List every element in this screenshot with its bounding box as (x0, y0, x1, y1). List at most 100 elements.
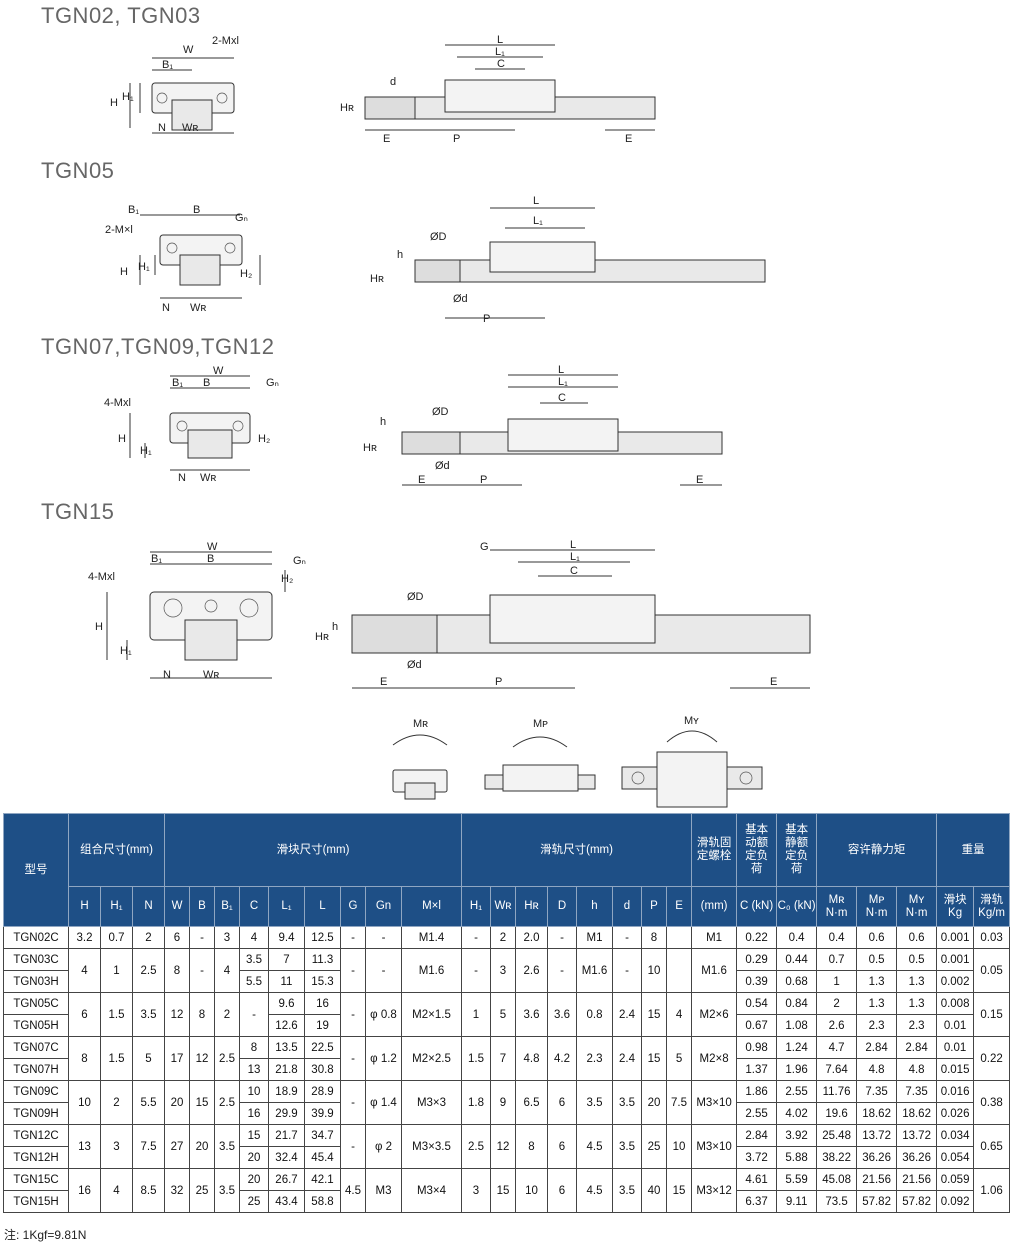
value-cell: 10 (68, 1080, 101, 1125)
label-gn: Gₙ (293, 555, 306, 567)
value-cell: M2×1.5 (401, 992, 462, 1037)
value-cell: 7.5 (665, 1080, 693, 1125)
value-cell: - (340, 992, 366, 1037)
value-cell: 73.5 (816, 1190, 858, 1213)
value-cell: 20 (239, 1168, 269, 1191)
header-dyn-load: 基本动额定负荷 (736, 813, 778, 887)
value-cell: 21.56 (896, 1168, 938, 1191)
value-cell: 36.26 (856, 1146, 898, 1169)
value-cell: - (547, 948, 577, 993)
value-cell: 4.8 (896, 1058, 938, 1081)
subheader-cell: h (576, 886, 613, 927)
value-cell: 4.02 (776, 1102, 818, 1125)
value-cell: 0.8 (576, 992, 613, 1037)
value-cell: 58.8 (304, 1190, 341, 1213)
value-cell: 25.48 (816, 1124, 858, 1147)
value-cell: φ 1.4 (365, 1080, 402, 1125)
model-cell: TGN07H (3, 1058, 69, 1081)
label-h1: H₁ (140, 445, 152, 457)
value-cell: 1.3 (856, 992, 898, 1015)
value-cell: 13 (239, 1058, 269, 1081)
label-l: L (533, 195, 539, 207)
value-cell: 0.84 (776, 992, 818, 1015)
value-cell: 2 (490, 926, 516, 949)
tgn15-end-view-drawing: W B₁ B Gₙ 4-Mxl H H₁ H₂ N Wʀ (88, 541, 306, 681)
label-2mxl: 2-Mxl (212, 35, 239, 47)
value-cell: 4.5 (340, 1168, 366, 1213)
model-cell: TGN12C (3, 1124, 69, 1147)
value-cell: - (189, 926, 215, 949)
value-cell: 3.5 (214, 1124, 240, 1169)
value-cell: 10 (641, 948, 667, 993)
value-cell: 16 (239, 1102, 269, 1125)
value-cell: 25 (641, 1124, 667, 1169)
tgn05-end-view-drawing: B₁ B Gₙ 2-M×l H H₁ H₂ N Wʀ (105, 204, 261, 314)
value-cell: 1.24 (776, 1036, 818, 1059)
value-cell: 0.6 (856, 926, 898, 949)
label-c: C (497, 58, 505, 70)
value-cell: 0.054 (936, 1146, 975, 1169)
value-cell: 0.7 (100, 926, 133, 949)
value-cell: 0.015 (936, 1058, 975, 1081)
value-cell: 42.1 (304, 1168, 341, 1191)
value-cell: 30.8 (304, 1058, 341, 1081)
label-e-left: E (380, 676, 387, 688)
value-cell: - (547, 926, 577, 949)
subheader-cell: W (164, 886, 190, 927)
value-cell: M3×3.5 (401, 1124, 462, 1169)
label-hr: Hʀ (370, 273, 384, 285)
value-cell: 9.6 (268, 992, 305, 1015)
value-cell: 15 (641, 992, 667, 1037)
value-cell: 28.9 (304, 1080, 341, 1103)
value-cell: 32.4 (268, 1146, 305, 1169)
label-n: N (162, 302, 170, 314)
value-cell: 45.4 (304, 1146, 341, 1169)
value-cell: 7.64 (816, 1058, 858, 1081)
label-wr: Wʀ (190, 302, 206, 314)
value-cell: 2.55 (776, 1080, 818, 1103)
header-assembly: 组合尺寸(mm) (68, 813, 165, 887)
value-cell: 20 (189, 1124, 215, 1169)
value-cell: 6.37 (736, 1190, 778, 1213)
moment-diagram-mp: Mᴘ (484, 718, 596, 792)
value-cell: 11 (268, 970, 305, 993)
value-cell: 8 (68, 1036, 101, 1081)
label-od: ØD (407, 591, 424, 603)
value-cell: 20 (641, 1080, 667, 1125)
value-cell: M2×6 (691, 992, 738, 1037)
value-cell: 2.84 (896, 1036, 938, 1059)
model-cell: TGN15H (3, 1190, 69, 1213)
value-cell: 12 (490, 1124, 516, 1169)
label-hr: Hʀ (315, 631, 329, 643)
label-b1: B₁ (162, 59, 173, 71)
subheader-cell: Wʀ (490, 886, 516, 927)
value-cell: 4 (665, 992, 693, 1037)
value-cell: 1.5 (100, 992, 133, 1037)
value-cell: 5.5 (132, 1080, 165, 1125)
subheader-cell: d (612, 886, 642, 927)
label-d: d (390, 76, 396, 88)
value-cell: M3×10 (691, 1080, 738, 1125)
label-h: H (120, 266, 128, 278)
subheader-cell: H (68, 886, 101, 927)
value-cell: M3 (365, 1168, 402, 1213)
tgn07-end-view-drawing: W B₁ B Gₙ 4-Mxl H H₁ H₂ N Wʀ (104, 365, 279, 484)
value-cell: 0.03 (973, 926, 1011, 949)
value-cell: 11.3 (304, 948, 341, 971)
value-cell: 1.86 (736, 1080, 778, 1103)
value-cell: M1 (576, 926, 613, 949)
value-cell: 2.4 (612, 992, 642, 1037)
value-cell: 2.55 (736, 1102, 778, 1125)
label-l: L (497, 34, 503, 46)
label-h1: H₁ (138, 261, 150, 273)
label-b1: B₁ (128, 204, 139, 216)
value-cell: 25 (189, 1168, 215, 1213)
value-cell: M2×8 (691, 1036, 738, 1081)
value-cell: 0.29 (736, 948, 778, 971)
value-cell: 0.65 (973, 1124, 1011, 1169)
label-h: h (380, 416, 386, 428)
label-p: P (495, 676, 502, 688)
